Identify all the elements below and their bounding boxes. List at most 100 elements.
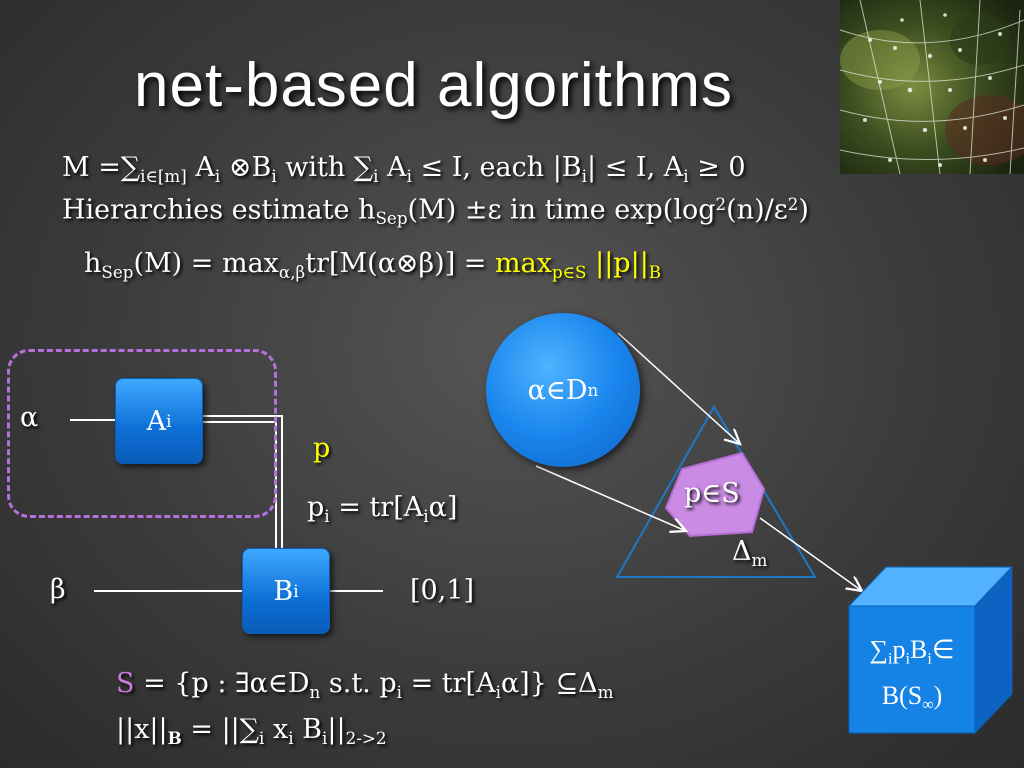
cube-sub: ∞ bbox=[922, 696, 934, 714]
line3-sub: B bbox=[648, 261, 662, 282]
box-b-sub: i bbox=[293, 581, 299, 601]
s-sub: n bbox=[309, 681, 321, 702]
hierarchies-line: Hierarchies estimate hSep(M) ±ε in time … bbox=[62, 194, 809, 228]
line3-sub: p∈S bbox=[551, 261, 587, 282]
alpha-group-dashed-box bbox=[7, 349, 277, 518]
norm-sub: 2->2 bbox=[345, 727, 387, 748]
line1-sub: i bbox=[581, 165, 588, 186]
arrow-circle-to-polygon-bottom bbox=[535, 465, 686, 531]
line1-part: ⊗B bbox=[220, 152, 272, 183]
pi-sub: i bbox=[324, 505, 330, 526]
norm-definition: ||x||B = ||∑i xi Bi||2->2 bbox=[116, 714, 387, 748]
cube-part: B bbox=[910, 635, 928, 664]
cube-sub: i bbox=[927, 650, 932, 668]
box-b-label: B bbox=[273, 575, 294, 607]
set-s-symbol: S bbox=[116, 668, 135, 699]
circle-sub: n bbox=[587, 380, 599, 400]
pi-part: = tr[A bbox=[329, 492, 424, 523]
line2-part: (M) ±ε in time exp(log bbox=[407, 194, 716, 226]
delta-label: Δm bbox=[732, 536, 767, 570]
line1-sub: i bbox=[683, 165, 689, 186]
web-dew-drawing bbox=[840, 0, 1024, 174]
norm-sub: i bbox=[259, 727, 265, 748]
delta-sub: m bbox=[751, 549, 768, 570]
circle-label: α∈D bbox=[527, 374, 588, 406]
line3-sub: Sep bbox=[101, 261, 134, 282]
norm-part: B bbox=[293, 714, 323, 745]
cube-line1: ∑ipiBi∈ bbox=[849, 632, 975, 678]
cube-line2: B(S∞) bbox=[849, 678, 975, 724]
s-part: = tr[A bbox=[402, 668, 496, 699]
line1-part: M =∑ bbox=[62, 152, 141, 183]
line1-part: A bbox=[378, 152, 407, 183]
line3-sub: α,β bbox=[278, 261, 306, 282]
pi-equation: pi = tr[Aiα] bbox=[307, 492, 457, 526]
norm-part: x bbox=[264, 714, 289, 745]
quantum-wire-outer bbox=[201, 415, 283, 548]
box-a-sub: i bbox=[166, 411, 172, 431]
line2-sup: 2 bbox=[715, 194, 727, 214]
arrow-polygon-to-cube bbox=[759, 517, 862, 591]
alpha-label: α bbox=[20, 402, 39, 433]
norm-part: || bbox=[327, 714, 346, 745]
cube-part: p bbox=[892, 635, 906, 664]
line1-part: | ≤ I, A bbox=[587, 152, 684, 183]
s-part: s.t. p bbox=[320, 668, 397, 699]
norm-sub: B bbox=[167, 727, 182, 748]
line2-sub: Sep bbox=[375, 208, 408, 229]
cube-sub: i bbox=[888, 650, 893, 668]
line1-part: ≥ 0 bbox=[688, 152, 746, 183]
cube-text: ∑ipiBi∈ B(S∞) bbox=[849, 632, 975, 723]
arrow-circle-to-polygon-top bbox=[617, 332, 740, 444]
line1-part: with ∑ bbox=[276, 152, 374, 183]
line2-part: Hierarchies estimate h bbox=[62, 194, 376, 226]
s-sub: m bbox=[597, 681, 614, 702]
s-part: = {p : ∃α∈D bbox=[134, 668, 310, 699]
hsep-line: hSep(M) = maxα,βtr[M(α⊗β)] = maxp∈S ||p|… bbox=[84, 248, 661, 282]
polygon-label: p∈S bbox=[684, 478, 740, 509]
cube-sub: i bbox=[905, 650, 911, 668]
line1-part: ≤ I, each |B bbox=[411, 152, 582, 183]
simplex-triangle bbox=[615, 405, 817, 578]
s-part: α]} ⊆Δ bbox=[500, 668, 598, 699]
s-sub: i bbox=[495, 681, 501, 702]
line1-sub: i bbox=[271, 165, 277, 186]
line3-part: tr[M(α⊗β)] = bbox=[305, 248, 496, 279]
cube-part: ∈ bbox=[931, 635, 955, 664]
norm-sub: i bbox=[288, 727, 294, 748]
line3-norm: ||p|| bbox=[586, 248, 649, 279]
line3-max: max bbox=[495, 248, 552, 279]
norm-part: ||x|| bbox=[116, 714, 168, 745]
line2-part: (n)/ε bbox=[726, 194, 788, 226]
p-label: p bbox=[313, 433, 331, 464]
spider-web-photo bbox=[840, 0, 1024, 174]
cube-side bbox=[974, 565, 1013, 735]
line3-part: h bbox=[84, 248, 102, 279]
s-sub: i bbox=[396, 681, 402, 702]
norm-part: = ||∑ bbox=[181, 714, 260, 745]
norm-sub: i bbox=[322, 727, 328, 748]
cube-part: ) bbox=[933, 680, 943, 710]
cube-part: ∑ bbox=[869, 635, 889, 664]
line2-part: ) bbox=[798, 194, 809, 226]
beta-label: β bbox=[50, 574, 66, 605]
box-a-label: A bbox=[146, 405, 167, 437]
line1-sub: i bbox=[406, 165, 412, 186]
line1-sub: i bbox=[373, 165, 379, 186]
pi-sub: i bbox=[423, 505, 429, 526]
pi-part: p bbox=[307, 492, 325, 523]
set-s-polygon bbox=[664, 451, 766, 538]
line1-sub: i bbox=[214, 165, 221, 186]
line1-sub: i∈[m] bbox=[140, 165, 187, 186]
definition-line: M =∑i∈[m] Ai ⊗Bi with ∑i Ai ≤ I, each |B… bbox=[62, 152, 746, 186]
pi-part: α] bbox=[428, 492, 458, 523]
delta-part: Δ bbox=[732, 536, 752, 567]
interval-label: [0,1] bbox=[410, 575, 475, 606]
set-s-definition: S = {p : ∃α∈Dn s.t. pi = tr[Aiα]} ⊆Δm bbox=[116, 668, 613, 702]
line3-part: (M) = max bbox=[133, 248, 279, 279]
slide-title: net-based algorithms bbox=[134, 51, 733, 120]
